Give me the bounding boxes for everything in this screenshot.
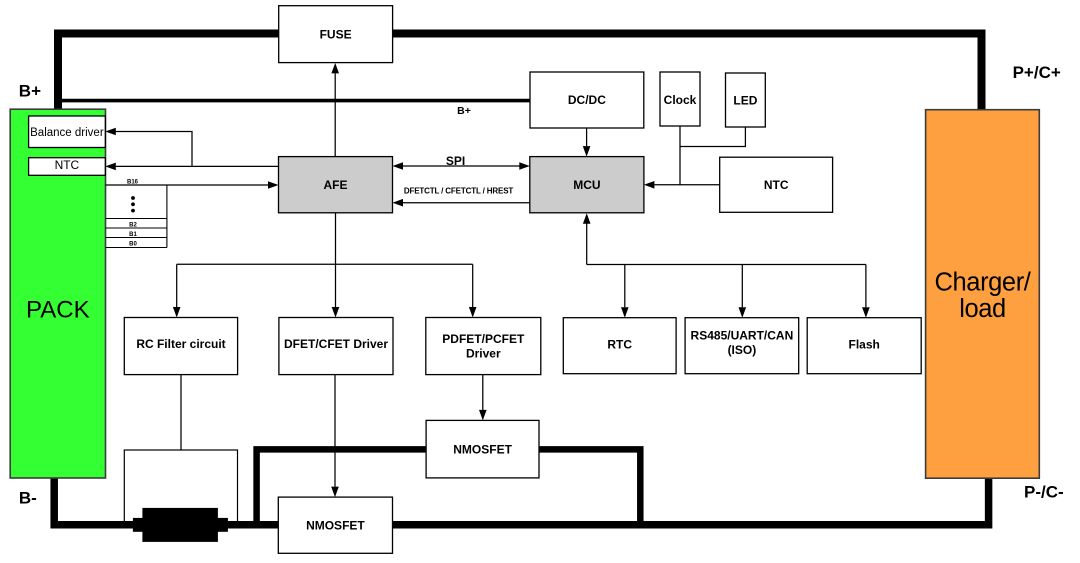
svg-text:DFET/CFET Driver: DFET/CFET Driver [284, 337, 388, 351]
svg-text:B-: B- [19, 489, 37, 508]
svg-text:Flash: Flash [849, 337, 880, 351]
svg-text:Driver: Driver [466, 347, 501, 361]
svg-text:Clock: Clock [664, 93, 697, 107]
svg-text:RS485/UART/CAN: RS485/UART/CAN [691, 329, 794, 343]
svg-text:RC Filter circuit: RC Filter circuit [136, 337, 225, 351]
svg-text:Balance driver: Balance driver [30, 127, 104, 139]
svg-text:LED: LED [733, 93, 757, 107]
svg-text:DC/DC: DC/DC [568, 93, 606, 107]
svg-text:P-/C-: P-/C- [1024, 483, 1064, 502]
svg-text:AFE: AFE [324, 178, 348, 192]
svg-text:PACK: PACK [26, 297, 90, 324]
svg-text:SPI: SPI [446, 154, 465, 168]
svg-text:NMOSFET: NMOSFET [306, 519, 365, 533]
svg-text:B1: B1 [129, 232, 137, 238]
svg-text:PDFET/PCFET: PDFET/PCFET [442, 332, 525, 346]
svg-text:B0: B0 [129, 242, 137, 248]
svg-text:P+/C+: P+/C+ [1013, 63, 1061, 82]
svg-text:load: load [959, 295, 1006, 323]
svg-text:RTC: RTC [607, 337, 632, 351]
svg-text:B16: B16 [127, 180, 139, 186]
svg-text:NTC: NTC [764, 178, 789, 192]
svg-text:B2: B2 [129, 223, 137, 229]
svg-text:(ISO): (ISO) [728, 343, 757, 357]
svg-text:DFETCTL / CFETCTL / HREST: DFETCTL / CFETCTL / HREST [404, 187, 514, 196]
svg-text:MCU: MCU [573, 178, 600, 192]
svg-text:NTC: NTC [55, 158, 80, 172]
svg-text:B+: B+ [19, 81, 41, 100]
svg-text:Charger/: Charger/ [934, 269, 1031, 297]
svg-text:NMOSFET: NMOSFET [453, 443, 512, 457]
svg-text:B+: B+ [457, 105, 471, 117]
svg-text:FUSE: FUSE [320, 28, 352, 42]
